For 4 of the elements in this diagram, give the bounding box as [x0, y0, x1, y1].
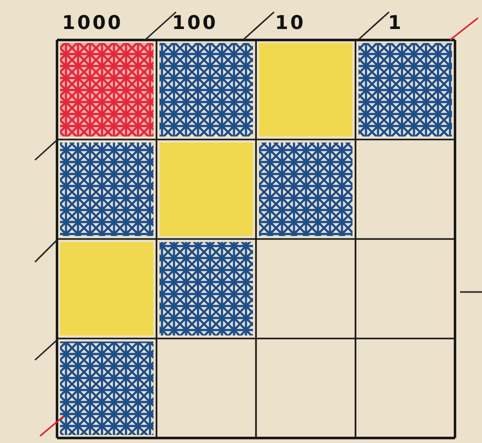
column-header: 1000 [62, 12, 123, 34]
column-header: 1 [388, 12, 404, 34]
column-header: 100 [172, 12, 218, 34]
column-header: 10 [275, 12, 306, 34]
